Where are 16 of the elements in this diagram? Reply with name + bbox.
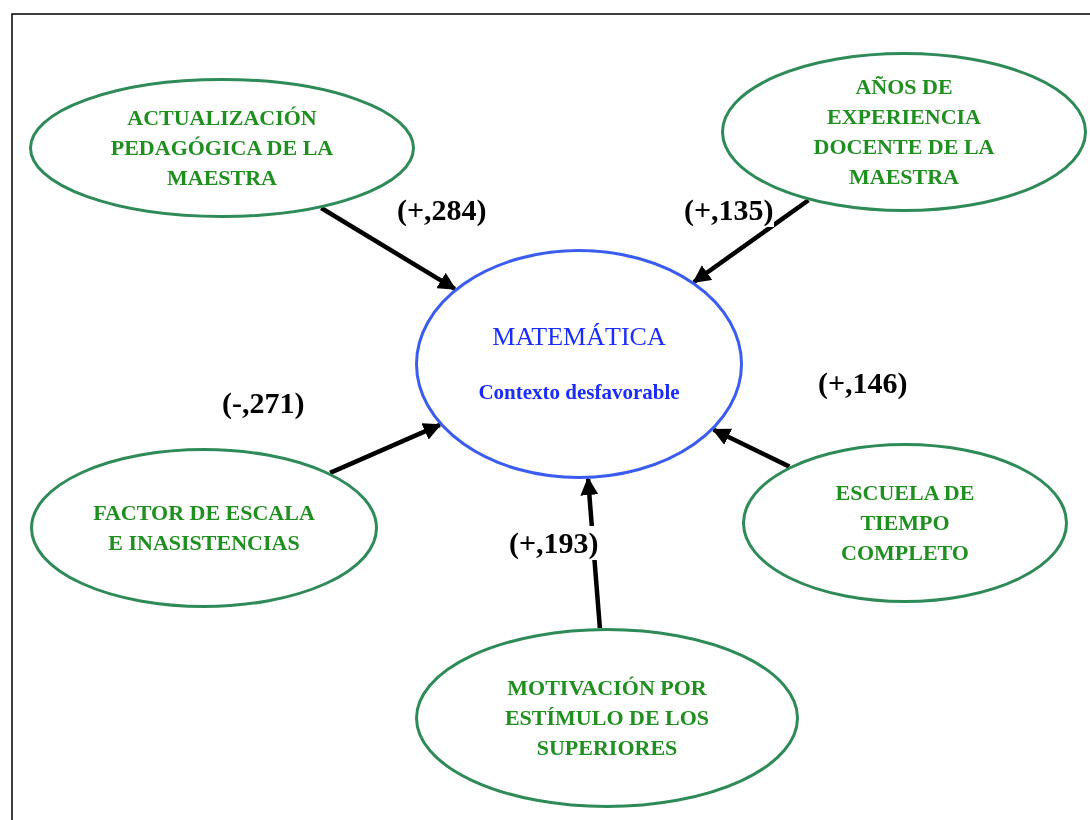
node-title: MOTIVACIÓN POR ESTÍMULO DE LOS SUPERIORES [503,674,711,762]
node-title: FACTOR DE ESCALA E INASISTENCIAS [92,499,316,557]
node-title: ACTUALIZACIÓN PEDAGÓGICA DE LA MAESTRA [109,104,335,192]
ellipse-node [30,448,378,608]
node-title: AÑOS DE EXPERIENCIA DOCENTE DE LA MAESTRA [812,73,996,191]
arrow [712,427,791,469]
ellipse-node [415,628,799,808]
node-title: MATEMÁTICA [492,322,666,352]
edge-label: (+,193) [509,526,599,560]
arrow [329,422,442,475]
arrow [692,198,810,284]
arrow [320,206,457,291]
ellipse-node [742,443,1068,603]
node-subtitle: Contexto desfavorable [478,379,680,406]
ellipse-node [415,249,743,479]
node-title: ESCUELA DE TIEMPO COMPLETO [834,479,976,567]
